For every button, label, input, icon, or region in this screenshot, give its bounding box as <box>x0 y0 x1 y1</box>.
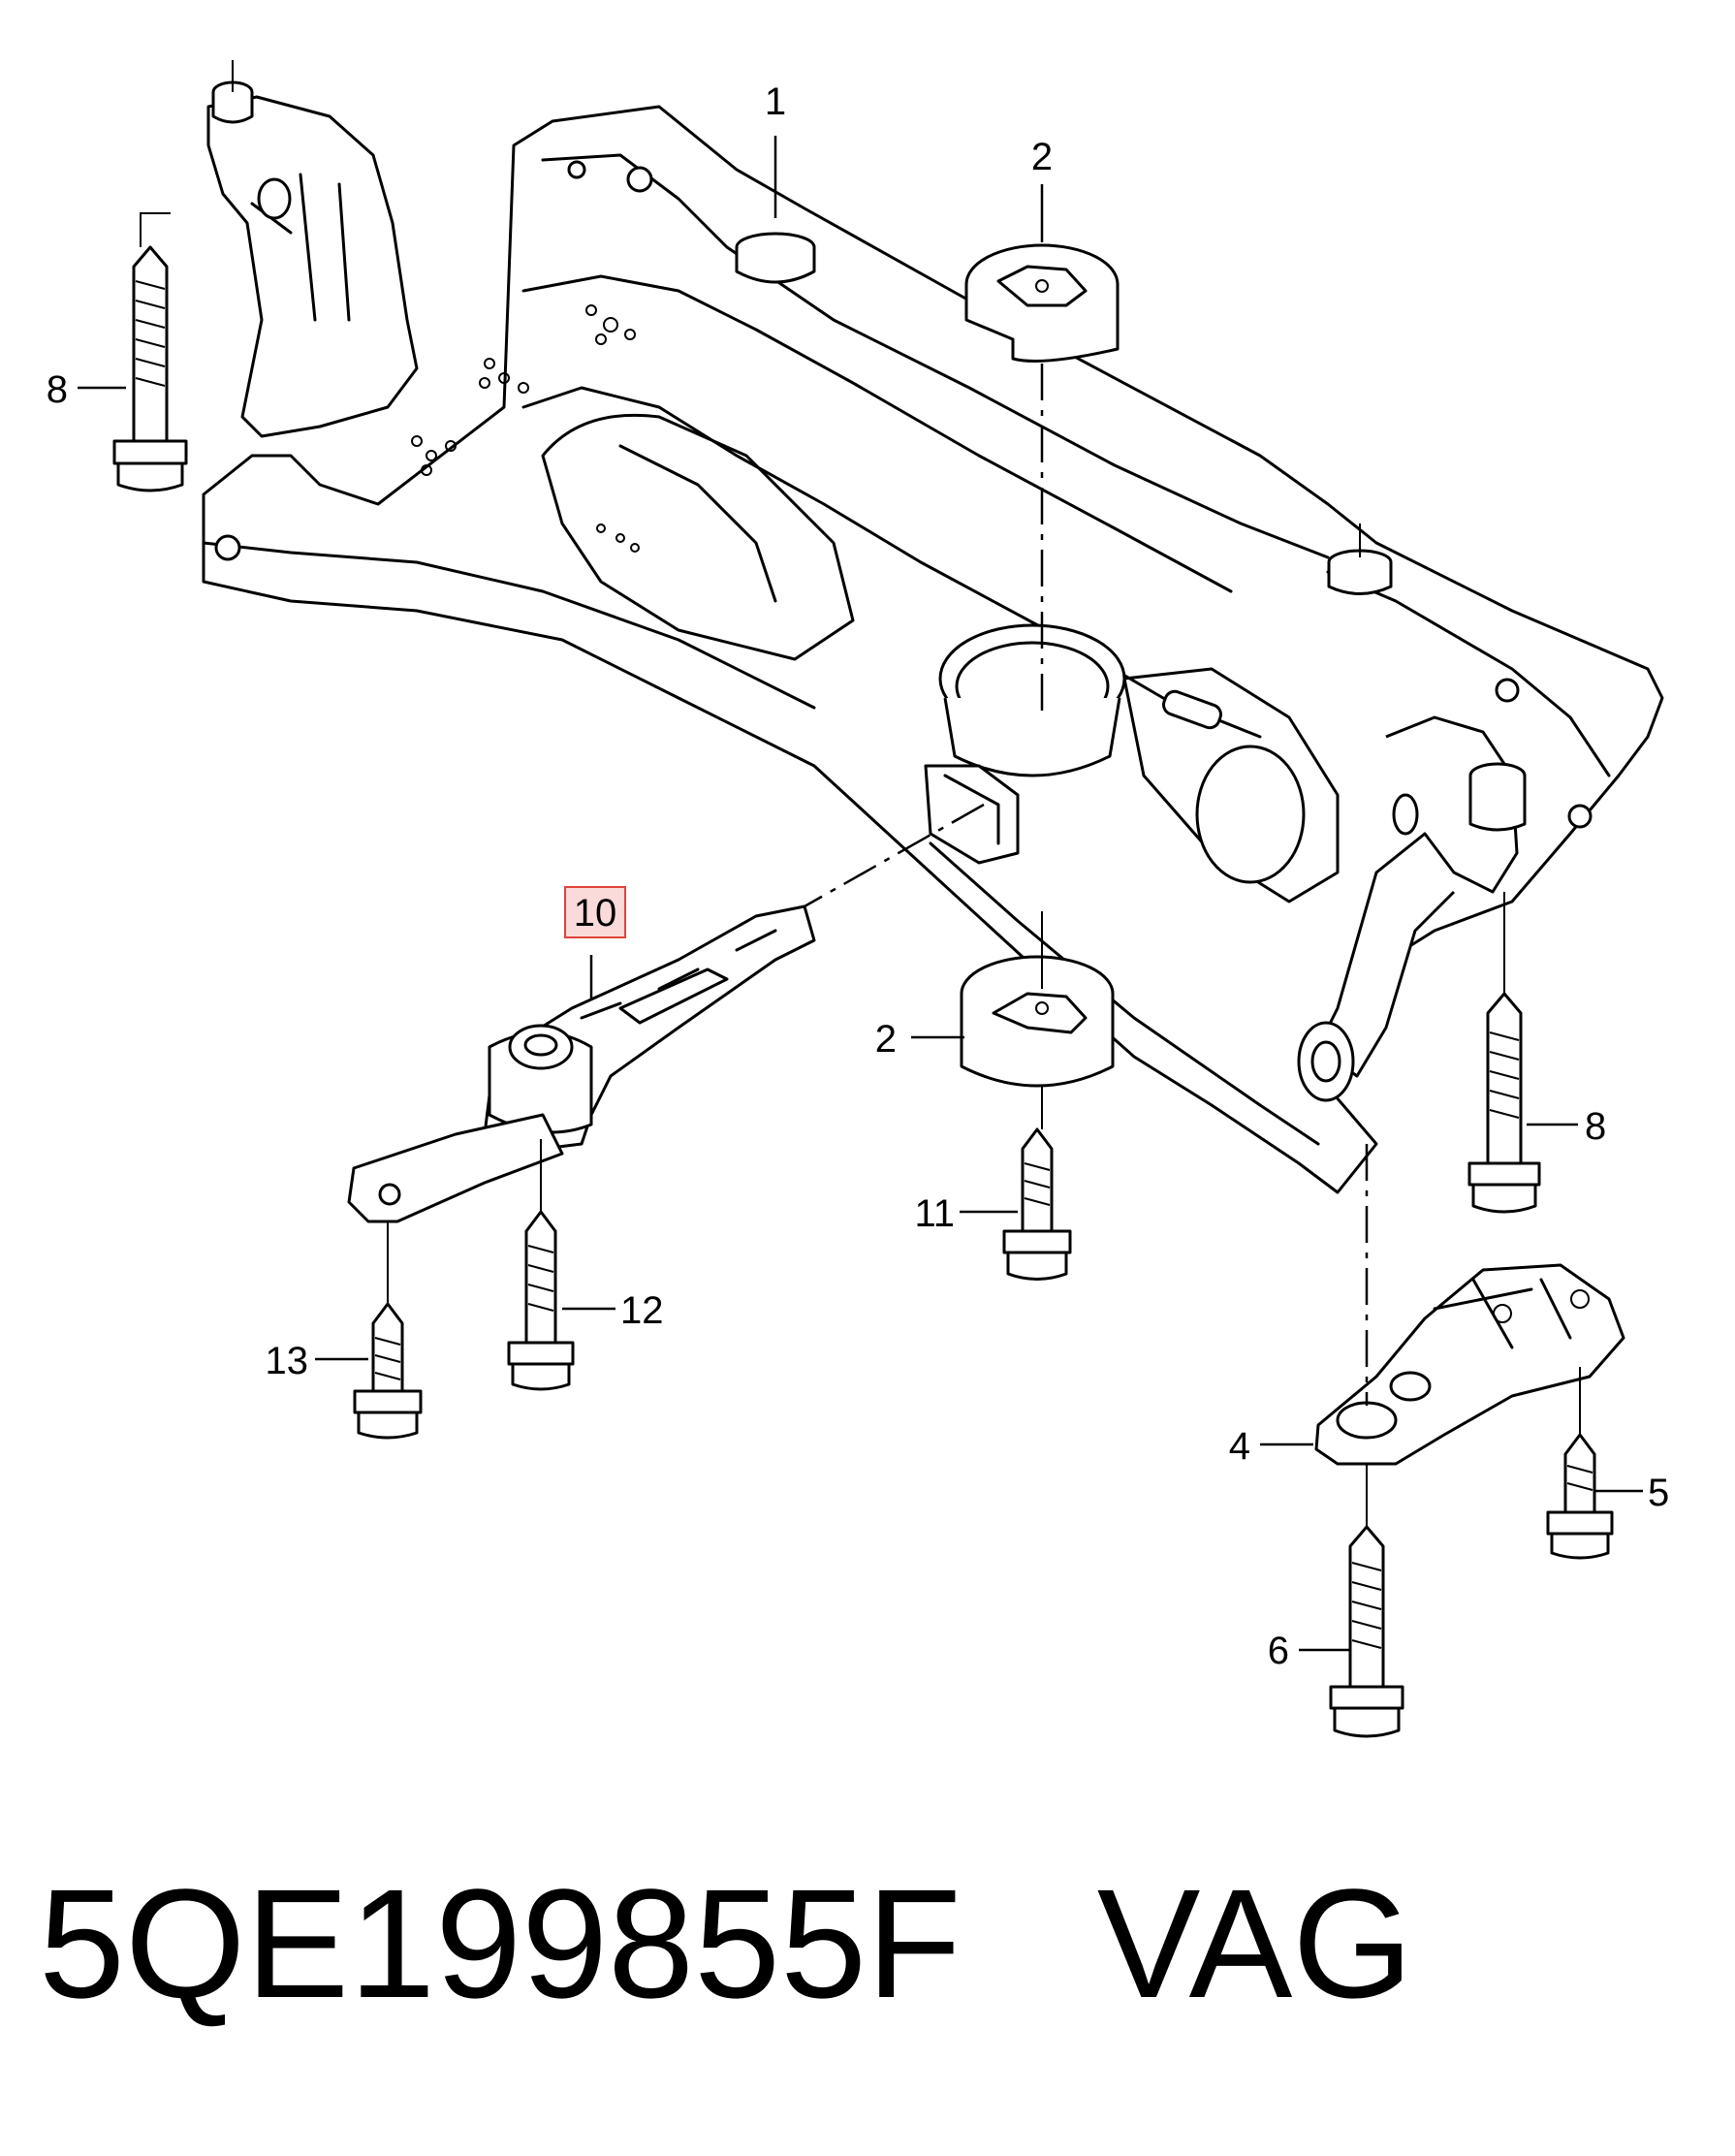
bolt-13 <box>353 1302 423 1440</box>
callout-12: 12 <box>620 1289 664 1332</box>
assembly-axes <box>140 212 1581 1527</box>
exploded-parts-diagram: 1 2 2 4 5 6 8 8 10 11 12 13 <box>47 60 1670 1738</box>
bolt-8-right <box>1467 992 1541 1214</box>
part-caption: 5QE199855F VAG <box>39 1847 1687 2041</box>
subframe <box>202 60 1664 1194</box>
mount-bracket <box>1314 1263 1625 1466</box>
callout-labels: 1 2 2 4 5 6 8 8 10 11 12 13 <box>47 80 1670 1672</box>
callout-13: 13 <box>266 1340 309 1382</box>
bolt-6 <box>1329 1525 1404 1738</box>
leader-lines <box>78 136 1643 1652</box>
bolt-12 <box>507 1210 575 1391</box>
callout-10-highlight: 10 <box>564 886 626 938</box>
callout-2-lower: 2 <box>875 1018 897 1061</box>
bolt-5 <box>1546 1433 1614 1560</box>
bolt-8-left <box>112 245 188 492</box>
bolt-11 <box>1002 1127 1072 1281</box>
brand-name: VAG <box>1096 1856 1413 2030</box>
part-number: 5QE199855F <box>39 1856 962 2030</box>
callout-1: 1 <box>765 80 786 123</box>
callout-6: 6 <box>1268 1630 1289 1672</box>
callout-10: 10 <box>574 892 617 935</box>
callout-4: 4 <box>1229 1425 1250 1468</box>
callout-8-right: 8 <box>1585 1105 1606 1148</box>
callout-5: 5 <box>1648 1472 1669 1514</box>
callout-11: 11 <box>914 1192 955 1235</box>
callout-2-upper: 2 <box>1031 136 1053 178</box>
callout-8-left: 8 <box>47 368 68 411</box>
mount-bushing-upper <box>964 243 1120 363</box>
mount-bushing-lower <box>960 955 1115 1088</box>
torque-rod <box>347 904 816 1223</box>
